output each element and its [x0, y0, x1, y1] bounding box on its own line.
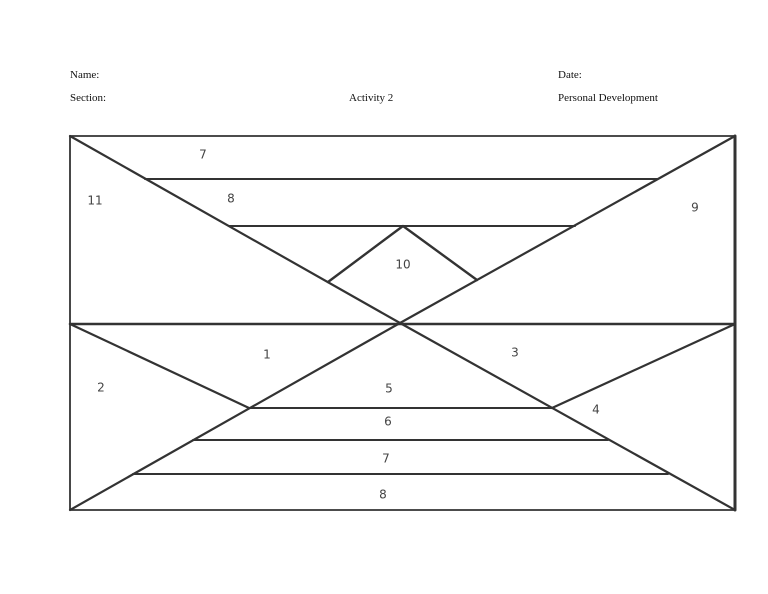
- center-triangle: [326, 224, 479, 284]
- date-label: Date:: [558, 69, 582, 81]
- right-wedge-line: [550, 322, 737, 410]
- left-wedge-line: [68, 322, 251, 410]
- region-label-center-triangle: 10: [395, 258, 410, 272]
- section-label: Section:: [70, 92, 107, 104]
- region-label-lower-left-wedge: 1: [263, 348, 271, 362]
- diagonal-top-right: [398, 134, 737, 325]
- region-label-lower-band-4: 8: [379, 488, 387, 502]
- region-label-lower-band-2: 6: [384, 415, 392, 429]
- activity-title: Activity 2: [349, 92, 394, 104]
- region-label-lower-band-1: 5: [385, 382, 393, 396]
- diagonal-bottom-right: [398, 321, 737, 512]
- diagonal-top-left: [68, 134, 402, 325]
- region-label-right-upper: 9: [691, 201, 699, 215]
- region-label-top-band: 7: [199, 148, 207, 162]
- region-label-left-upper: 11: [87, 194, 102, 208]
- region-label-right-lower: 4: [592, 403, 600, 417]
- region-label-lower-right-wedge: 3: [511, 346, 519, 360]
- diagonal-bottom-left: [68, 321, 402, 512]
- region-label-lower-band-3: 7: [382, 452, 390, 466]
- name-label: Name:: [70, 69, 100, 81]
- subject-label: Personal Development: [558, 92, 658, 104]
- region-label-second-band: 8: [227, 192, 235, 206]
- region-label-left-lower: 2: [97, 381, 105, 395]
